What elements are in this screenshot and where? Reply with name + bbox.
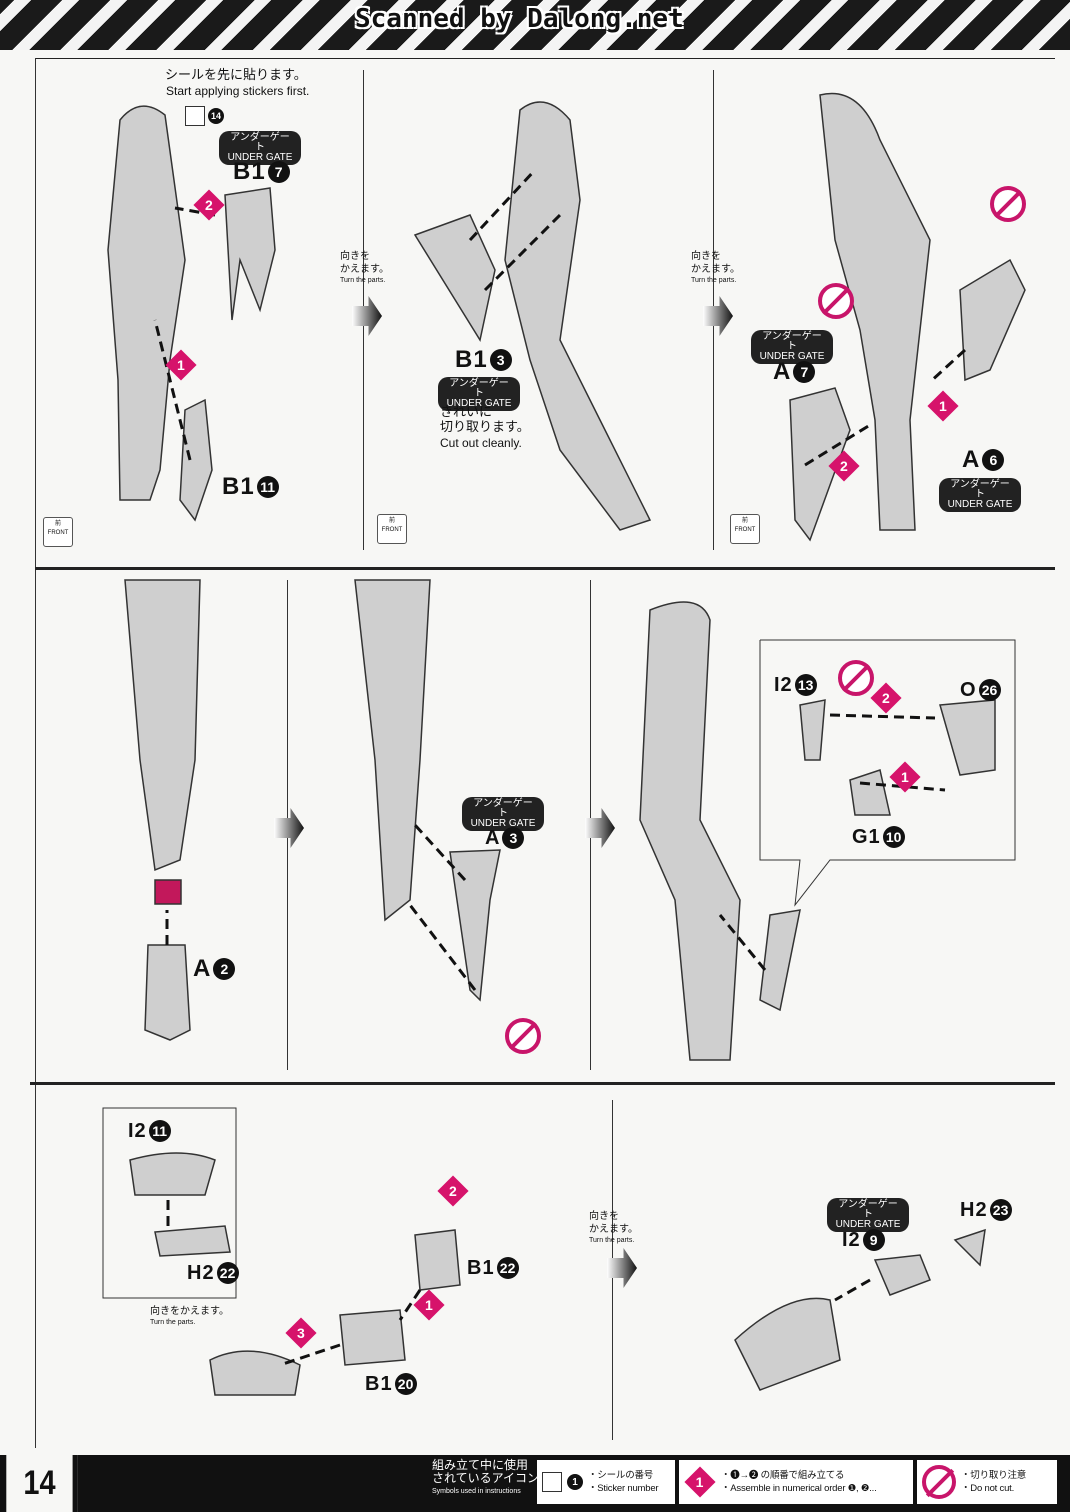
cut-clean-jp1: きれいに <box>440 404 493 419</box>
turn-note: 向きをかえます。Turn the parts. <box>150 1306 229 1326</box>
callout-outline <box>759 639 1016 907</box>
leg-part <box>354 579 431 922</box>
part-b1-20 <box>339 1309 406 1366</box>
turn-note: 向きをかえます。Turn the parts. <box>340 251 389 284</box>
part-h2-23 <box>953 1228 986 1267</box>
do-not-cut-icon <box>505 1018 541 1054</box>
part-b1-22 <box>414 1229 461 1291</box>
sticker-note-jp: シールを先に貼ります。 <box>165 67 307 82</box>
leg-part <box>504 101 652 531</box>
part-i2-11 <box>129 1152 216 1196</box>
part-a7 <box>789 387 851 542</box>
step-diamond-icon: 1 <box>684 1466 716 1498</box>
cut-clean-en: Cut out cleanly. <box>440 436 522 450</box>
part-small <box>759 909 801 1012</box>
divider-row1 <box>35 567 1055 570</box>
pink-joint <box>154 879 182 905</box>
sticker-icon <box>185 106 205 126</box>
sticker-icon <box>542 1472 562 1492</box>
part-assembled <box>209 1350 301 1396</box>
part-b1-3 <box>413 214 496 342</box>
leg-part <box>124 579 201 872</box>
do-not-cut-icon <box>838 660 874 696</box>
legend-order: 1 ・❶→❷ の順番で組み立てる・Assemble in numerical o… <box>679 1460 913 1504</box>
turn-note: 向きをかえます。Turn the parts. <box>589 1211 638 1244</box>
part-i2-13 <box>799 699 826 761</box>
do-not-cut-icon <box>818 283 854 319</box>
sticker-number: 14 <box>208 108 224 124</box>
cut-clean-jp2: 切り取ります。 <box>440 419 530 434</box>
part-assembled <box>734 1297 841 1391</box>
part-a2 <box>144 944 191 1041</box>
do-not-cut-icon <box>922 1465 956 1499</box>
inset-box <box>102 1107 237 1299</box>
part-b1-7 <box>224 187 276 321</box>
watermark: Scanned by Dalong.net <box>355 4 684 34</box>
page-number: 14 <box>6 1455 78 1512</box>
part-o26 <box>939 699 996 776</box>
frame-left <box>35 58 36 1448</box>
leg-part <box>639 601 741 1061</box>
part-i2-9 <box>873 1254 931 1296</box>
sticker-note-en: Start applying stickers first. <box>166 84 310 98</box>
legend-nocut: ・切り取り注意・Do not cut. <box>917 1460 1057 1504</box>
part-a6 <box>959 258 1026 382</box>
part-h2-22 <box>154 1225 231 1257</box>
leg-part <box>107 105 186 501</box>
divider-row2 <box>30 1082 1055 1085</box>
part-b1-11 <box>179 398 213 522</box>
do-not-cut-icon <box>990 186 1026 222</box>
part-a3 <box>449 849 501 1002</box>
part-g1-10 <box>849 769 891 816</box>
turn-note: 向きをかえます。Turn the parts. <box>691 251 740 284</box>
leg-part <box>819 92 931 531</box>
legend-sticker: 1 ・シールの番号・Sticker number <box>537 1460 675 1504</box>
header-stripes <box>0 0 1070 50</box>
frame-top <box>35 58 1055 59</box>
